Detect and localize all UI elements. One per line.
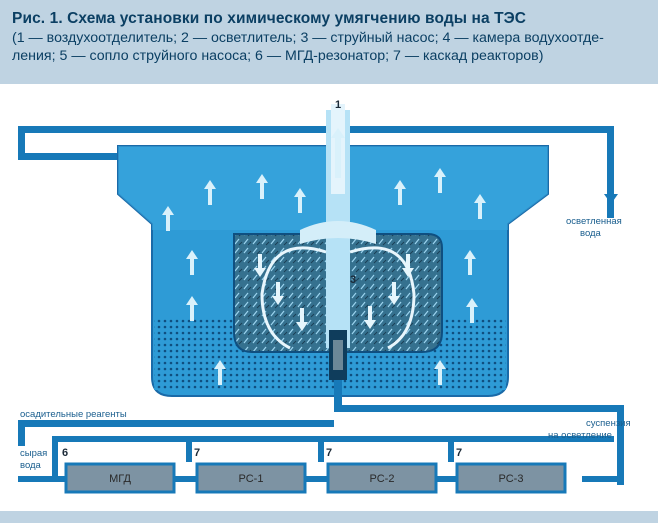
marker-1: 1: [335, 99, 341, 111]
block-rs1: РС-1: [195, 462, 307, 494]
marker-7c: 7: [456, 447, 462, 459]
caption-title: Рис. 1. Схема установки по химическому у…: [12, 10, 527, 27]
label-clarified-water-1: осветленная: [566, 216, 622, 227]
svg-text:МГД: МГД: [109, 473, 131, 485]
figure-caption: Рис. 1. Схема установки по химическому у…: [0, 0, 658, 84]
svg-text:РС-1: РС-1: [239, 473, 264, 485]
label-raw-water-1: сырая: [20, 448, 47, 459]
block-rs2: РС-2: [326, 462, 438, 494]
caption-body: (1 — воздухоотделитель; 2 — осветлитель;…: [12, 30, 604, 64]
marker-3: 3: [350, 274, 356, 286]
water-softening-diagram: МГД РС-1 РС-2 РС-3 1 3 6 7 7 7 осветленн…: [18, 99, 631, 494]
svg-text:РС-2: РС-2: [370, 473, 395, 485]
suspension-pipe: [334, 380, 624, 485]
upflow-arrows: [162, 128, 486, 385]
marker-7a: 7: [194, 447, 200, 459]
top-pipe: [18, 126, 618, 218]
marker-7b: 7: [326, 447, 332, 459]
block-mgd: МГД: [64, 462, 176, 494]
label-suspension-2: на осветление: [548, 430, 612, 441]
reagents-line: [18, 420, 334, 446]
reactor-network: [18, 436, 624, 482]
label-reagents: осадительные реагенты: [20, 409, 127, 420]
label-clarified-water-2: вода: [580, 228, 602, 239]
label-raw-water-2: вода: [20, 460, 42, 471]
svg-text:РС-3: РС-3: [499, 473, 524, 485]
downflow-arrows: [254, 254, 414, 331]
bottom-strip: [0, 511, 658, 523]
block-rs3: РС-3: [455, 462, 567, 494]
marker-6: 6: [62, 447, 68, 459]
circulation-arrows: [260, 246, 416, 350]
label-suspension-1: суспензия: [586, 418, 631, 429]
